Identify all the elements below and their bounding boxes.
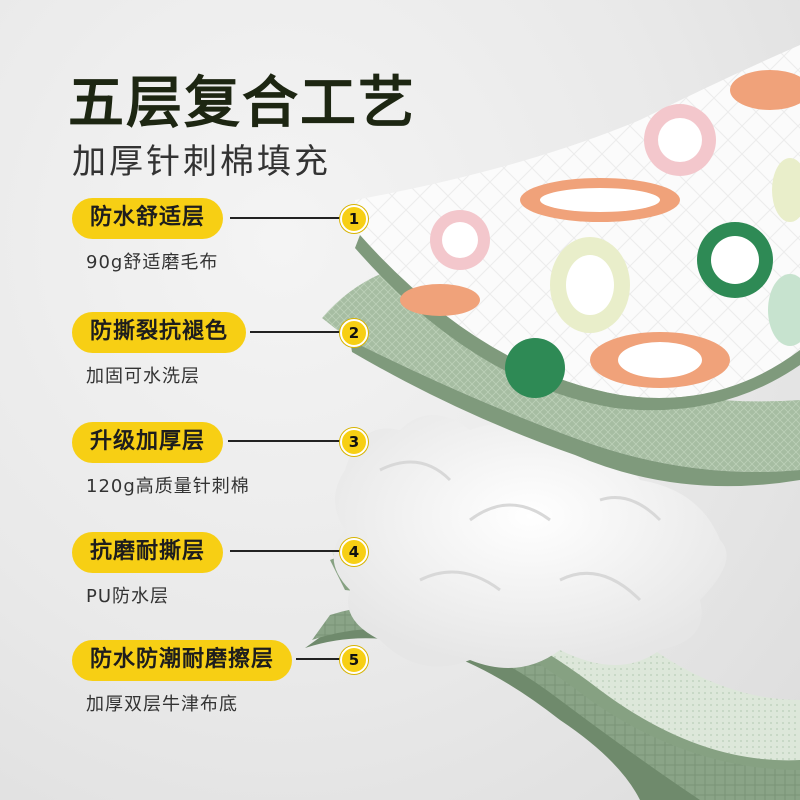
layer-number-badge: 2 <box>340 319 368 347</box>
feature-detail: 120g高质量针刺棉 <box>86 476 250 497</box>
feature-name: 抗磨耐撕层 <box>72 532 224 573</box>
page-subtitle: 加厚针刺棉填充 <box>72 142 331 182</box>
layer-number-badge: 1 <box>340 205 368 233</box>
feature-name: 防水舒适层 <box>72 198 224 239</box>
connector-line <box>230 217 342 219</box>
connector-line <box>250 331 342 333</box>
quilted-top-layer <box>355 45 800 411</box>
layer-number-badge: 5 <box>340 646 368 674</box>
feature-name: 防撕裂抗褪色 <box>72 312 247 353</box>
layer-number-badge: 3 <box>340 428 368 456</box>
feature-detail: PU防水层 <box>86 586 170 607</box>
feature-layer-1: 防水舒适层 90g舒适磨毛布 <box>72 198 224 274</box>
connector-line <box>230 550 342 552</box>
cotton-fill-layer <box>333 415 727 668</box>
feature-detail: 加固可水洗层 <box>86 366 200 387</box>
feature-layer-2: 防撕裂抗褪色 加固可水洗层 <box>72 312 247 388</box>
feature-layer-4: 抗磨耐撕层 PU防水层 <box>72 532 224 608</box>
connector-line <box>296 658 342 660</box>
feature-name: 升级加厚层 <box>72 422 224 463</box>
feature-layer-5: 防水防潮耐磨擦层 加厚双层牛津布底 <box>72 640 293 716</box>
feature-detail: 90g舒适磨毛布 <box>86 252 219 273</box>
page-title: 五层复合工艺 <box>68 71 416 136</box>
feature-layer-3: 升级加厚层 120g高质量针刺棉 <box>72 422 250 498</box>
oxford-bottom-layer <box>305 604 800 800</box>
layer-number-badge: 4 <box>340 538 368 566</box>
feature-detail: 加厚双层牛津布底 <box>86 694 238 715</box>
feature-name: 防水防潮耐磨擦层 <box>72 640 293 681</box>
connector-line <box>228 440 342 442</box>
papaya-pattern <box>400 70 800 398</box>
